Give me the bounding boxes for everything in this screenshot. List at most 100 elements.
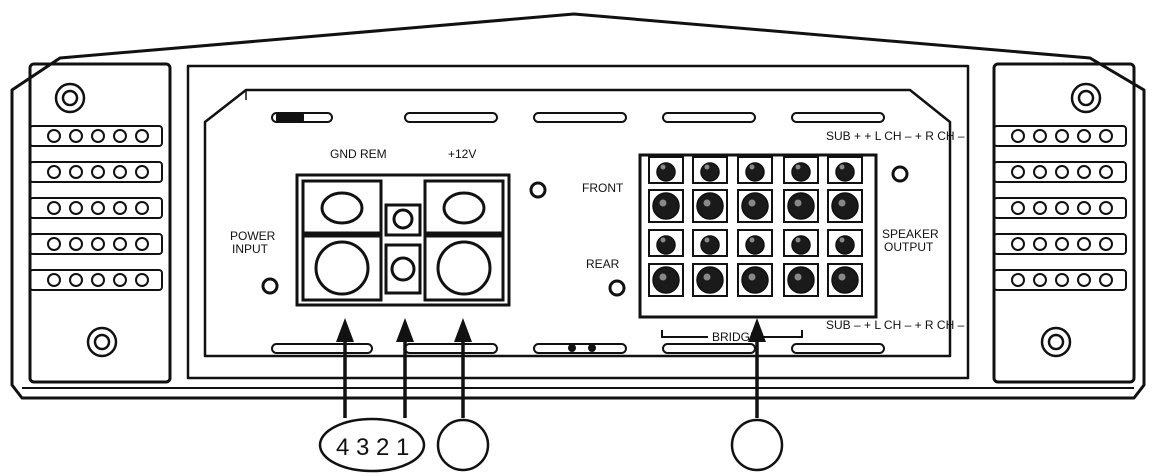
- speaker-terminal-cell: [692, 189, 728, 223]
- speaker-terminal-screw: [652, 192, 680, 220]
- arrow-head-speaker: [748, 318, 766, 342]
- callout-circle-right: [730, 418, 784, 472]
- speaker-terminal-screw: [696, 192, 724, 220]
- terminal-rem-screw-small: [392, 208, 414, 230]
- screw-top-left: [54, 82, 86, 114]
- vent-slot: [271, 343, 373, 354]
- heatsink-fin-hole: [1011, 201, 1025, 215]
- power-input-label-line1: POWER: [230, 229, 276, 243]
- speaker-terminal-screw: [741, 192, 769, 220]
- speaker-terminal-screw: [787, 266, 815, 294]
- heatsink-fin-hole: [47, 237, 61, 251]
- heatsink-fin-row: [993, 233, 1127, 255]
- terminal-gnd-top: [301, 179, 383, 235]
- vent-slot: [791, 343, 885, 354]
- speaker-terminal-highlight: [795, 164, 801, 170]
- speaker-terminal-cell: [737, 156, 773, 184]
- speaker-terminal-highlight: [704, 164, 710, 170]
- screw-bottom-left-inner: [93, 333, 111, 351]
- vent-slot: [662, 112, 756, 123]
- panel-screw-rear: [608, 279, 626, 297]
- speaker-terminal-cell: [692, 156, 728, 184]
- speaker-terminal-highlight: [660, 237, 666, 243]
- terminal-12v-top: [423, 179, 505, 235]
- speaker-terminal-cell: [827, 263, 863, 297]
- heatsink-fin-hole: [1011, 273, 1025, 287]
- heatsink-fin-hole: [113, 273, 127, 287]
- speaker-terminal-highlight: [794, 199, 802, 207]
- rear-label: REAR: [586, 257, 620, 271]
- speaker-terminal-block: [638, 153, 878, 319]
- heatsink-fin-hole: [113, 201, 127, 215]
- led-indicator: [568, 344, 576, 352]
- heatsink-fin-hole: [91, 201, 105, 215]
- terminal-12v-screw: [436, 240, 492, 296]
- heatsink-fin-hole: [1055, 165, 1069, 179]
- terminal-gnd-bottom: [301, 234, 383, 302]
- speaker-terminal-screw: [791, 235, 811, 255]
- speaker-terminal-cell: [783, 156, 819, 184]
- speaker-terminal-cell: [648, 156, 684, 184]
- speaker-terminal-highlight: [660, 164, 666, 170]
- bridge-bracket-right: [760, 330, 803, 338]
- heatsink-fin-hole: [47, 165, 61, 179]
- panel-screw-left: [261, 277, 279, 295]
- heatsink-fin-hole: [91, 273, 105, 287]
- heatsink-fin-hole: [1011, 237, 1025, 251]
- heatsink-fin-row: [993, 125, 1127, 147]
- speaker-terminal-screw: [787, 192, 815, 220]
- heatsink-fin-hole: [1033, 165, 1047, 179]
- speaker-terminal-highlight: [659, 199, 667, 207]
- heatsink-fin-hole: [1033, 129, 1047, 143]
- speaker-terminal-cell: [648, 263, 684, 297]
- speaker-terminal-highlight: [839, 237, 845, 243]
- speaker-terminal-cell: [783, 189, 819, 223]
- speaker-terminal-screw: [656, 162, 676, 182]
- heatsink-fin-hole: [113, 237, 127, 251]
- led-indicator: [588, 344, 596, 352]
- top-channel-label: SUB + + L CH – + R CH –: [826, 129, 965, 143]
- speaker-terminal-cell: [692, 229, 728, 257]
- heatsink-fin-hole: [91, 165, 105, 179]
- heatsink-fin-hole: [69, 129, 83, 143]
- arrow-head-gnd: [336, 318, 354, 342]
- terminal-gnd-screw: [314, 240, 370, 296]
- vent-slot: [533, 343, 627, 354]
- speaker-terminal-cell: [827, 189, 863, 223]
- right-heatsink-fins: [993, 125, 1127, 291]
- speaker-terminal-highlight: [749, 164, 755, 170]
- speaker-terminal-screw: [652, 266, 680, 294]
- heatsink-fin-hole: [1099, 237, 1113, 251]
- speaker-terminal-cell: [692, 263, 728, 297]
- speaker-terminal-screw: [696, 266, 724, 294]
- bridge-label: BRIDGE: [712, 330, 758, 344]
- heatsink-fin-hole: [1055, 273, 1069, 287]
- heatsink-fin-hole: [1099, 201, 1113, 215]
- speaker-terminal-highlight: [659, 273, 667, 281]
- heatsink-fin-hole: [1077, 165, 1091, 179]
- speaker-terminal-highlight: [794, 273, 802, 281]
- left-heatsink-panel: [28, 62, 172, 384]
- speaker-terminal-highlight: [748, 199, 756, 207]
- panel-screw-center: [529, 181, 547, 199]
- heatsink-fin-hole: [69, 165, 83, 179]
- terminal-rem-bottom: [384, 243, 422, 295]
- heatsink-fin-hole: [47, 129, 61, 143]
- heatsink-fin-hole: [1055, 129, 1069, 143]
- heatsink-fin-hole: [1077, 129, 1091, 143]
- speaker-terminal-screw: [745, 162, 765, 182]
- chassis-outline: [10, 12, 1146, 400]
- center-bay: [186, 64, 970, 380]
- screw-top-left-inner: [61, 89, 79, 107]
- speaker-terminal-highlight: [795, 237, 801, 243]
- heatsink-fin-row: [29, 233, 163, 255]
- speaker-terminal-cell: [648, 229, 684, 257]
- heatsink-fin-hole: [1099, 273, 1113, 287]
- arrow-head-rem: [396, 318, 414, 342]
- arrow-head-12v: [454, 318, 472, 342]
- heatsink-fin-hole: [1077, 273, 1091, 287]
- speaker-terminal-highlight: [749, 237, 755, 243]
- speaker-terminal-cell: [737, 229, 773, 257]
- heatsink-fin-hole: [69, 201, 83, 215]
- heatsink-fin-row: [993, 269, 1127, 291]
